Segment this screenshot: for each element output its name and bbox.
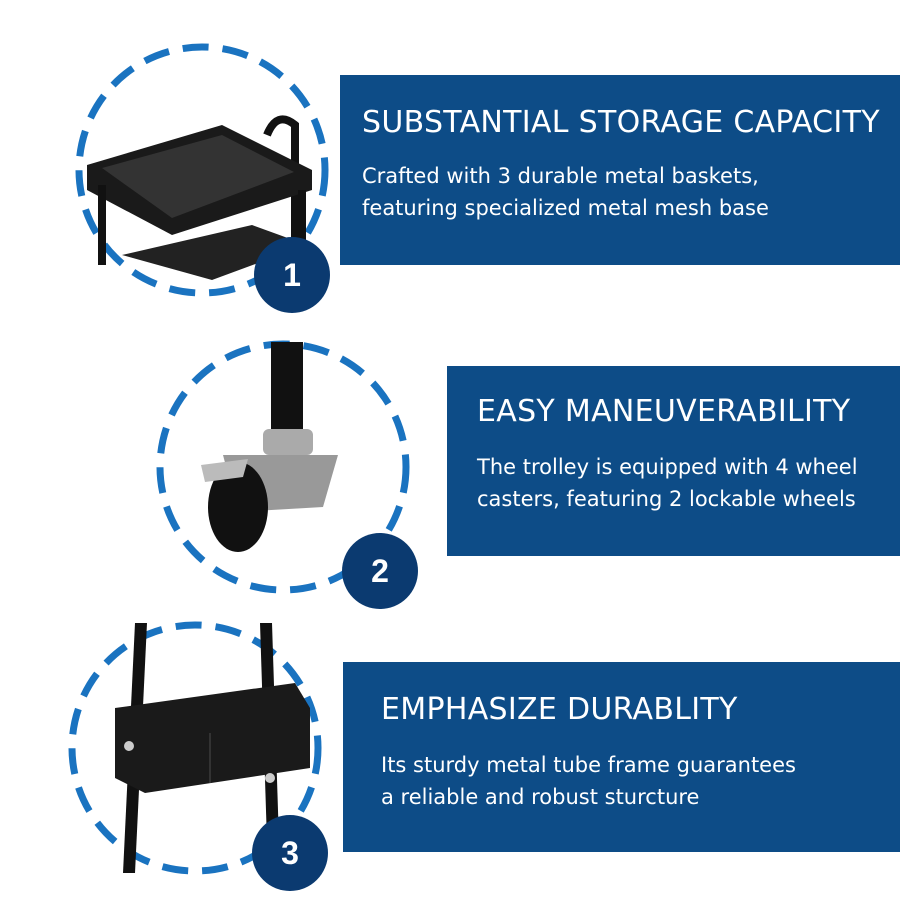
feature-title: EMPHASIZE DURABLITY	[381, 692, 738, 727]
feature-desc-line1: Crafted with 3 durable metal baskets,	[362, 164, 759, 188]
feature-panel-storage: SUBSTANTIAL STORAGE CAPACITY Crafted wit…	[340, 75, 900, 265]
caster-image-ring	[156, 340, 410, 594]
frame-image-ring	[68, 621, 322, 875]
feature-panel-durability: EMPHASIZE DURABLITY Its sturdy metal tub…	[343, 662, 900, 852]
basket-illustration	[87, 115, 312, 280]
feature-title: SUBSTANTIAL STORAGE CAPACITY	[362, 105, 880, 140]
feature-number-badge: 3	[252, 815, 328, 891]
frame-illustration	[115, 623, 310, 873]
feature-panel-maneuverability: EASY MANEUVERABILITY The trolley is equi…	[447, 366, 900, 556]
feature-desc-line2: a reliable and robust sturcture	[381, 785, 700, 809]
feature-title: EASY MANEUVERABILITY	[477, 394, 851, 429]
feature-desc-line2: featuring specialized metal mesh base	[362, 196, 769, 220]
feature-number-badge: 2	[342, 533, 418, 609]
feature-number-badge: 1	[254, 237, 330, 313]
basket-image-ring	[75, 43, 329, 297]
feature-desc-line1: The trolley is equipped with 4 wheel	[477, 455, 858, 479]
caster-illustration	[201, 342, 338, 552]
feature-desc-line1: Its sturdy metal tube frame guarantees	[381, 753, 796, 777]
feature-desc-line2: casters, featuring 2 lockable wheels	[477, 487, 856, 511]
